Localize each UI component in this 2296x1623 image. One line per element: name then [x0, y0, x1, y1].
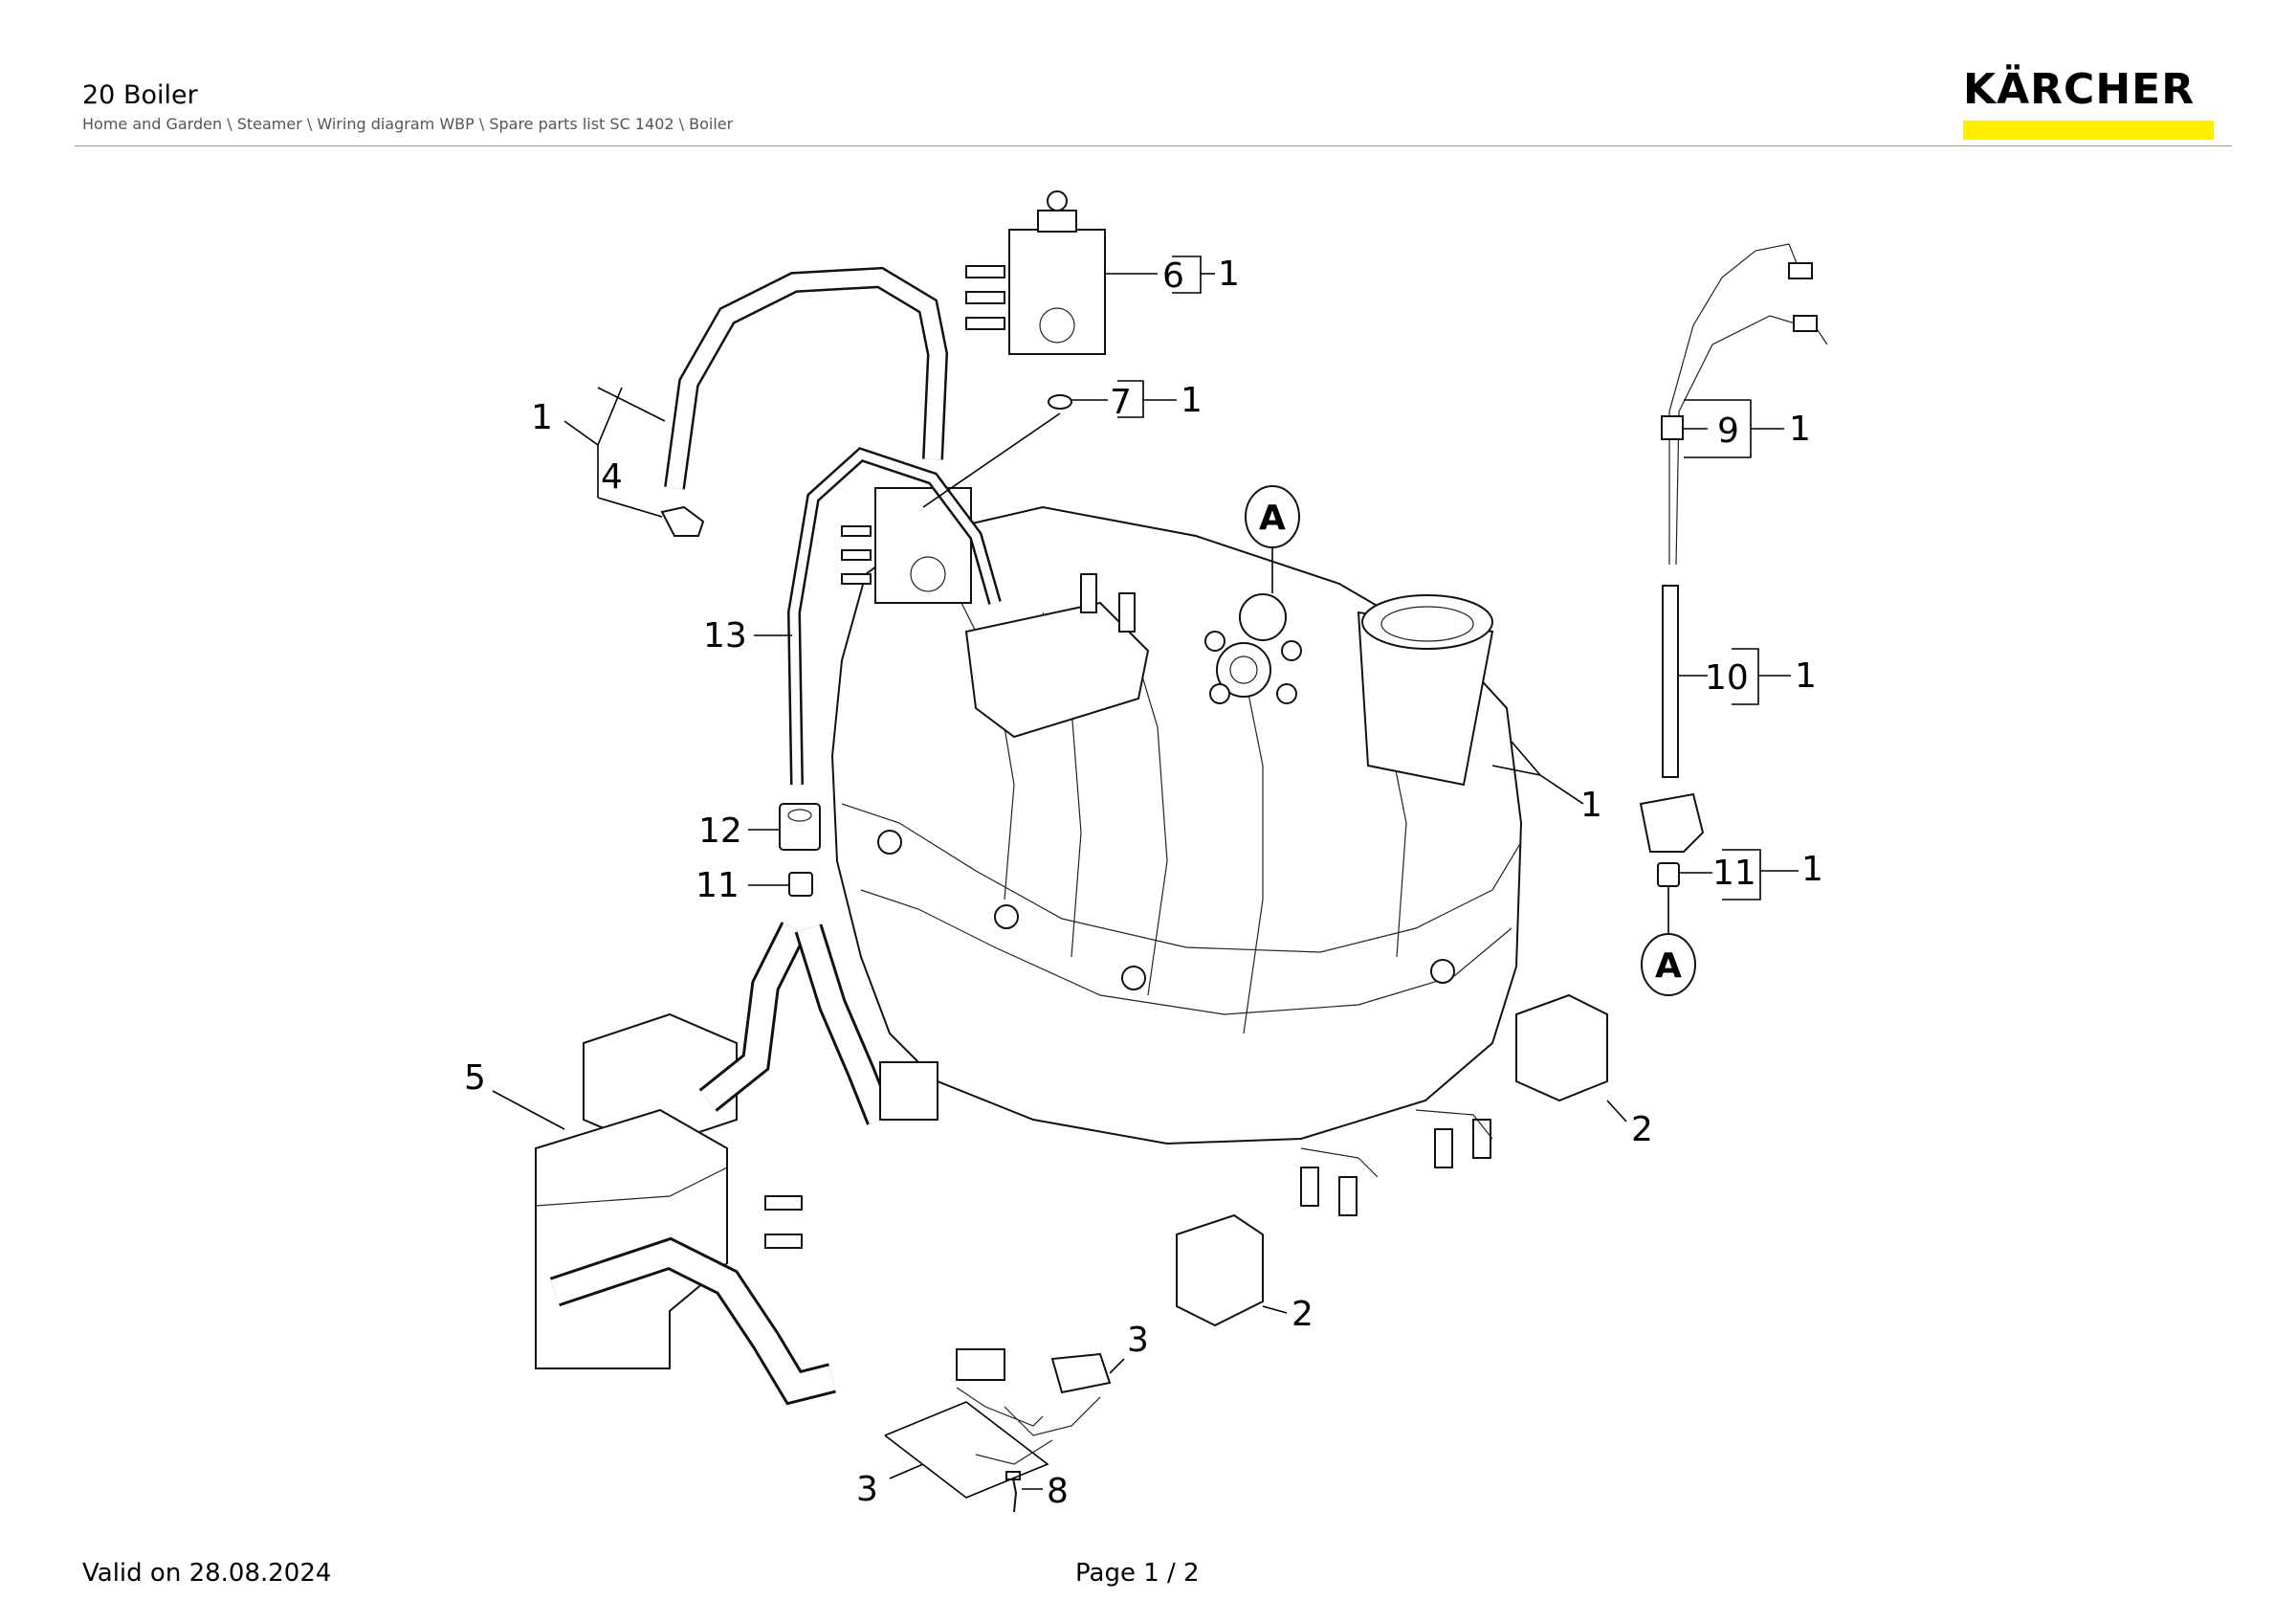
callout-11-right-qty: 1 — [1801, 850, 1823, 889]
callout-1-hose: 1 — [531, 398, 553, 437]
callout-9: 9 — [1717, 411, 1739, 451]
callout-6: 6 — [1162, 256, 1184, 296]
hose-fitting — [879, 1061, 938, 1121]
temperature-sensor-9 — [1661, 243, 1828, 566]
thermostat-block — [964, 573, 1150, 739]
header-divider — [75, 145, 2232, 146]
valid-date: Valid on 28.08.2024 — [82, 1559, 332, 1588]
callout-12: 12 — [698, 812, 742, 851]
page-title: 20 Boiler — [82, 80, 198, 110]
callout-2-right: 2 — [1631, 1110, 1653, 1149]
micro-switch-3 — [956, 1348, 1112, 1465]
holder-2-bottom — [1176, 1213, 1264, 1327]
nozzle-11-right — [1657, 862, 1680, 887]
callout-13: 13 — [703, 616, 747, 656]
callout-9-qty: 1 — [1789, 410, 1811, 449]
callout-2-bottom: 2 — [1292, 1295, 1314, 1334]
solenoid-valve-6 — [965, 190, 1106, 355]
nozzle-11-left — [788, 872, 813, 897]
callout-1-boiler: 1 — [1580, 786, 1602, 825]
callout-3-lower: 3 — [856, 1470, 878, 1509]
callout-11-right: 11 — [1712, 854, 1756, 893]
callout-11-left: 11 — [695, 866, 740, 905]
nut-12 — [779, 803, 821, 851]
reference-label-a-bottom: A — [1655, 946, 1682, 986]
breadcrumb: Home and Garden \ Steamer \ Wiring diagr… — [82, 115, 734, 133]
page-number: Page 1 / 2 — [1075, 1559, 1200, 1588]
callout-5: 5 — [464, 1058, 486, 1098]
callout-7: 7 — [1110, 383, 1132, 422]
callout-6-qty: 1 — [1218, 255, 1240, 294]
tube-10 — [1662, 585, 1679, 778]
logo-wordmark: KÄRCHER — [1963, 65, 2196, 114]
pump-5 — [535, 1012, 803, 1369]
callout-7-qty: 1 — [1181, 381, 1203, 420]
callout-3-upper: 3 — [1127, 1321, 1149, 1360]
brand-logo: KÄRCHER — [1963, 65, 2216, 140]
upper-hose-outline — [664, 266, 949, 490]
callout-10: 10 — [1705, 658, 1749, 698]
o-ring-7 — [1048, 394, 1072, 410]
callout-4: 4 — [601, 457, 623, 497]
holder-2-right — [1515, 993, 1608, 1102]
reference-marker-a-bottom — [1641, 933, 1696, 996]
callout-8: 8 — [1047, 1472, 1069, 1511]
reference-marker-a-top — [1245, 485, 1300, 548]
logo-yellow-bar — [1963, 121, 2214, 140]
reference-label-a-top: A — [1259, 499, 1286, 538]
callout-10-qty: 1 — [1795, 656, 1817, 696]
hose-clamp-4 — [660, 505, 705, 537]
fitting-nut — [1639, 792, 1705, 853]
